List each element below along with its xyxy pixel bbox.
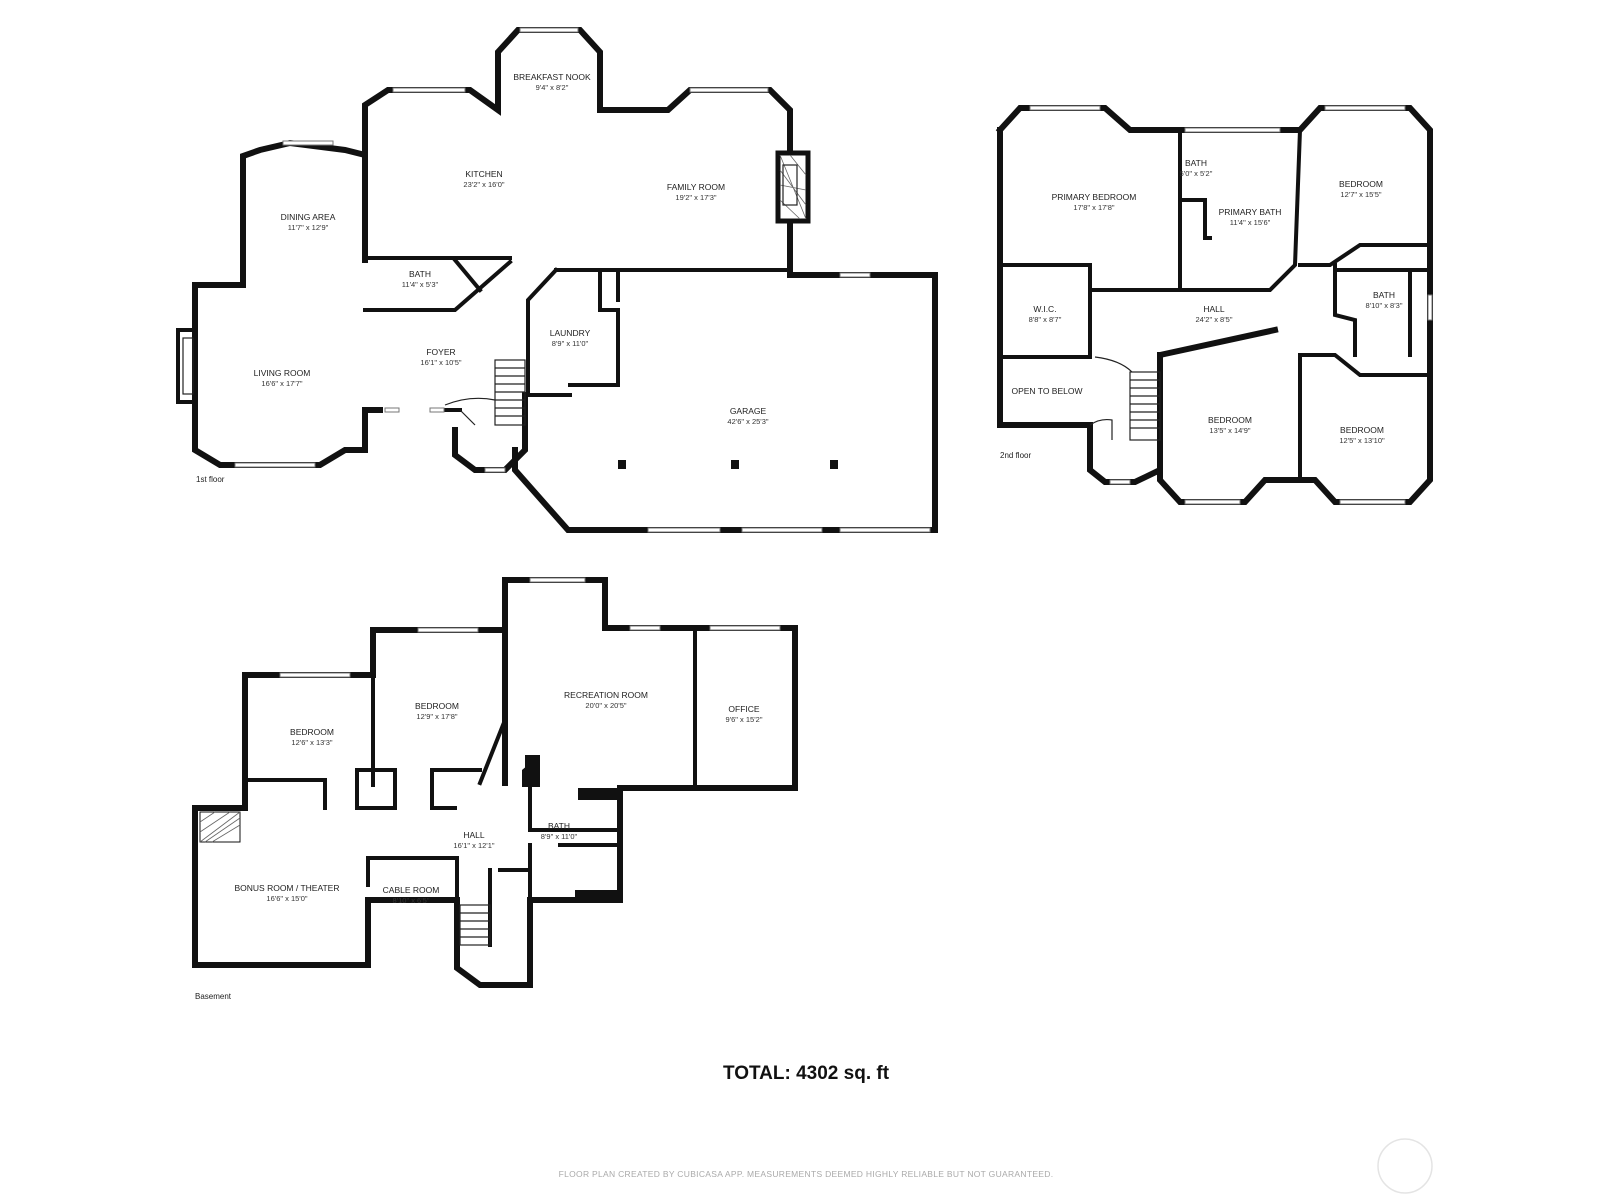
room-name-recreation-room: RECREATION ROOM xyxy=(564,690,648,700)
room-dim-kitchen: 23'2" x 16'0" xyxy=(463,180,504,189)
room-dim-hall-basement: 16'1" x 12'1" xyxy=(453,841,494,850)
room-name-hall-second: HALL xyxy=(1203,304,1225,314)
room-name-bedroom-n: BEDROOM xyxy=(415,701,459,711)
room-name-living-room: LIVING ROOM xyxy=(254,368,311,378)
room-name-foyer: FOYER xyxy=(426,347,455,357)
room-name-bedroom-ne: BEDROOM xyxy=(1339,179,1383,189)
room-dim-bedroom-se: 12'5" x 13'10" xyxy=(1339,436,1385,445)
room-name-bath-e: BATH xyxy=(1373,290,1395,300)
credit-note: FLOOR PLAN CREATED BY CUBICASA APP. MEAS… xyxy=(559,1169,1054,1179)
room-dim-family-room: 19'2" x 17'3" xyxy=(675,193,716,202)
room-name-bedroom-se: BEDROOM xyxy=(1340,425,1384,435)
room-dim-hall-second: 24'2" x 8'5" xyxy=(1196,315,1233,324)
floor-label-second: 2nd floor xyxy=(1000,451,1031,460)
room-dim-foyer: 16'1" x 10'5" xyxy=(420,358,461,367)
room-dim-wic: 8'8" x 8'7" xyxy=(1029,315,1062,324)
room-name-garage: GARAGE xyxy=(730,406,767,416)
room-name-cable-room: CABLE ROOM xyxy=(383,885,440,895)
second-floor-plan: PRIMARY BEDROOM 17'8" x 17'8" BATH 5'0" … xyxy=(995,105,1433,505)
room-dim-bath-small: 5'0" x 5'2" xyxy=(1180,169,1213,178)
room-dim-primary-bedroom: 17'8" x 17'8" xyxy=(1073,203,1114,212)
room-name-dining-area: DINING AREA xyxy=(281,212,336,222)
room-name-bath-first: BATH xyxy=(409,269,431,279)
room-name-laundry: LAUNDRY xyxy=(550,328,591,338)
floor-label-basement: Basement xyxy=(195,992,232,1001)
room-dim-bedroom-ne: 12'7" x 15'5" xyxy=(1340,190,1381,199)
basement-plan: BEDROOM 12'6" x 13'3" BEDROOM 12'9" x 17… xyxy=(192,577,798,1001)
room-dim-recreation-room: 20'0" x 20'5" xyxy=(585,701,626,710)
floor-label-first: 1st floor xyxy=(196,475,225,484)
room-name-kitchen: KITCHEN xyxy=(465,169,502,179)
basement-stairs xyxy=(459,904,491,946)
room-dim-office: 9'6" x 15'2" xyxy=(726,715,763,724)
room-dim-breakfast-nook: 9'4" x 8'2" xyxy=(536,83,569,92)
room-name-wic: W.I.C. xyxy=(1033,304,1056,314)
room-dim-garage: 42'6" x 25'3" xyxy=(727,417,768,426)
room-name-bonus-room: BONUS ROOM / THEATER xyxy=(234,883,339,893)
room-name-office: OFFICE xyxy=(728,704,759,714)
room-dim-cable-room: 8'10" x 6'5" xyxy=(393,896,430,905)
room-dim-bath-basement: 8'9" x 11'0" xyxy=(541,832,578,841)
first-floor-plan: BREAKFAST NOOK 9'4" x 8'2" KITCHEN 23'2"… xyxy=(176,27,938,533)
room-dim-bath-e: 8'10" x 8'3" xyxy=(1366,301,1403,310)
room-name-bath-small: BATH xyxy=(1185,158,1207,168)
room-name-open-to-below: OPEN TO BELOW xyxy=(1011,386,1082,396)
room-dim-bedroom-w: 12'6" x 13'3" xyxy=(291,738,332,747)
room-dim-dining-area: 11'7" x 12'9" xyxy=(288,223,329,232)
watermark-logo xyxy=(1377,1138,1433,1194)
room-name-family-room: FAMILY ROOM xyxy=(667,182,725,192)
room-name-bath-basement: BATH xyxy=(548,821,570,831)
room-dim-bedroom-s: 13'5" x 14'9" xyxy=(1209,426,1250,435)
room-name-primary-bath: PRIMARY BATH xyxy=(1219,207,1282,217)
room-dim-bonus-room: 16'6" x 15'0" xyxy=(266,894,307,903)
total-area: TOTAL: 4302 sq. ft xyxy=(723,1063,890,1084)
room-name-bedroom-w: BEDROOM xyxy=(290,727,334,737)
room-dim-living-room: 16'6" x 17'7" xyxy=(261,379,302,388)
room-name-primary-bedroom: PRIMARY BEDROOM xyxy=(1052,192,1137,202)
first-floor-stairs xyxy=(444,359,526,426)
room-dim-bedroom-n: 12'9" x 17'8" xyxy=(416,712,457,721)
room-dim-primary-bath: 11'4" x 15'6" xyxy=(1230,218,1271,227)
room-name-breakfast-nook: BREAKFAST NOOK xyxy=(513,72,591,82)
room-dim-laundry: 8'9" x 11'0" xyxy=(552,339,589,348)
second-floor-stairs xyxy=(1089,356,1161,441)
room-name-bedroom-s: BEDROOM xyxy=(1208,415,1252,425)
room-dim-bath-first: 11'4" x 5'3" xyxy=(402,280,439,289)
room-name-hall-basement: HALL xyxy=(463,830,485,840)
